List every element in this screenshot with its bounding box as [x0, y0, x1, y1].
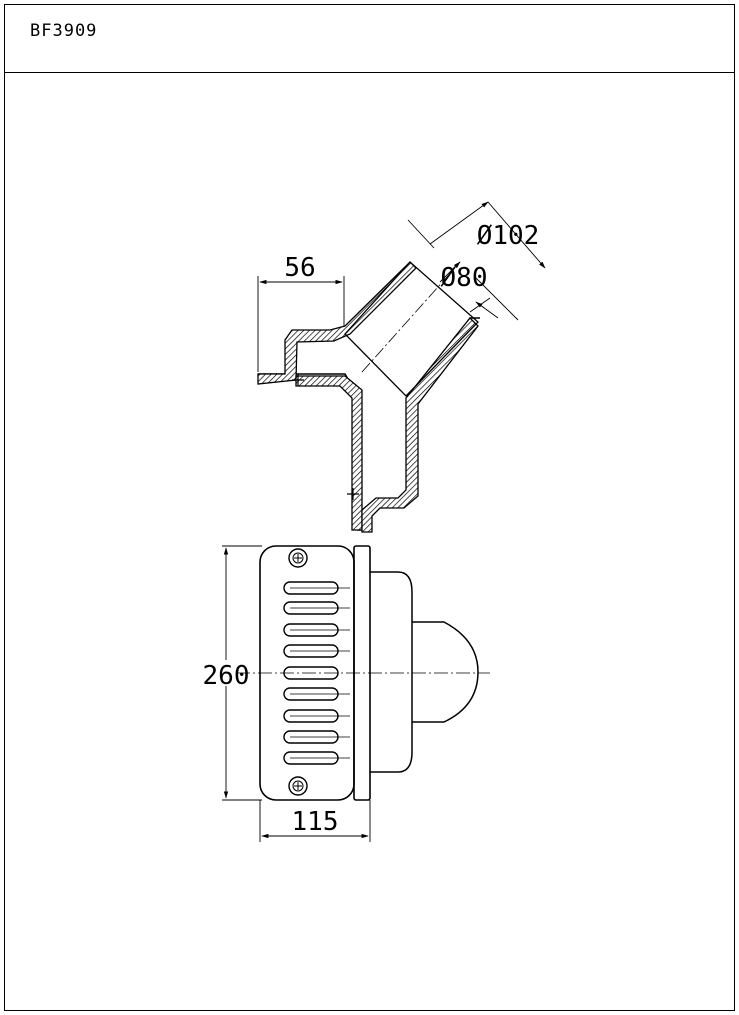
screw-mark-lower — [347, 488, 359, 500]
slot — [283, 623, 350, 637]
slot — [283, 709, 350, 723]
dimension-flange-width: 56 — [257, 253, 345, 372]
screw-bottom-icon — [288, 776, 308, 796]
height-label: 260 — [203, 661, 250, 691]
dimension-outer-diameter: Ø102 — [407, 201, 546, 321]
slot — [283, 687, 350, 701]
section-view: 56 Ø102 Ø80 — [257, 201, 546, 533]
outlet-pipe — [344, 261, 479, 397]
pipe-centreline — [361, 267, 456, 373]
flange-width-label: 56 — [284, 253, 315, 283]
screw-top-icon — [288, 548, 308, 568]
model-code: BF3909 — [30, 21, 98, 41]
flange-bottom-section — [295, 375, 363, 531]
wall-left-section — [257, 261, 417, 385]
width-label: 115 — [292, 807, 339, 837]
slot — [283, 730, 350, 744]
drawing-sheet: BF3909 — [4, 4, 735, 1011]
front-view: 260 115 — [203, 545, 490, 842]
title-block: BF3909 — [5, 5, 734, 73]
outlet-front — [412, 621, 479, 723]
slot — [283, 581, 350, 595]
body-outline — [370, 571, 413, 773]
slot — [283, 666, 339, 680]
dimension-height: 260 — [203, 545, 262, 801]
screw-mark-upper — [292, 374, 304, 386]
dimension-width: 115 — [259, 800, 371, 842]
outer-diameter-label: Ø102 — [477, 221, 540, 251]
wall-right-section — [361, 317, 479, 533]
inner-diameter-label: Ø80 — [441, 263, 488, 293]
dimension-inner-diameter: Ø80 — [439, 261, 499, 319]
slot — [283, 751, 350, 765]
slot — [283, 601, 350, 615]
grate-slots — [283, 581, 350, 765]
slot — [283, 644, 350, 658]
